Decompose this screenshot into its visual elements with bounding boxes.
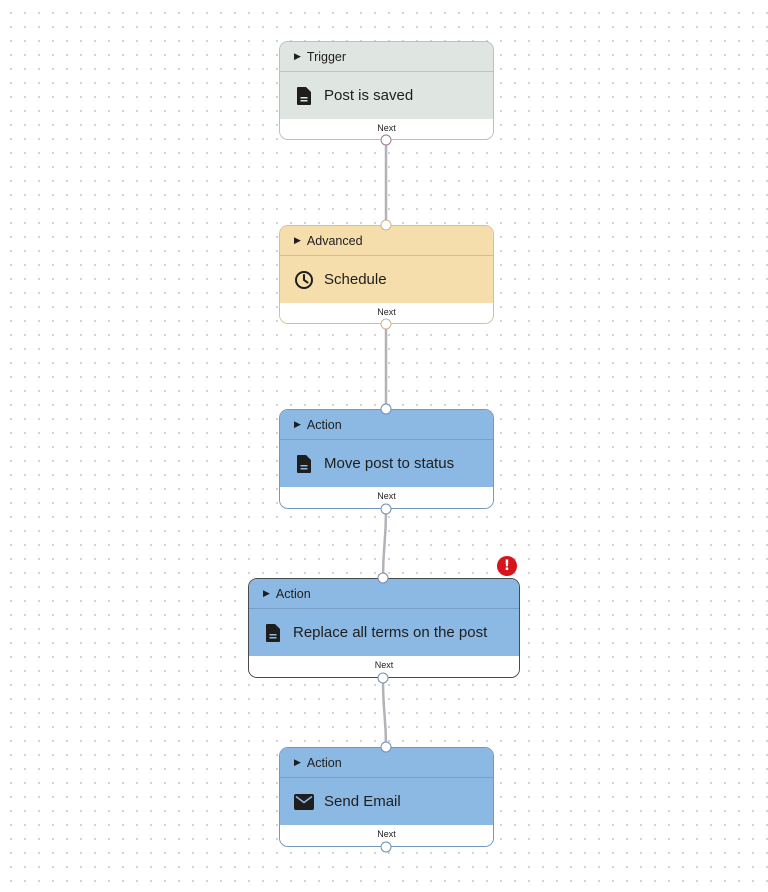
node-header[interactable]: ▶ Trigger xyxy=(280,42,493,72)
output-handle[interactable] xyxy=(380,841,392,853)
node-body: Schedule xyxy=(280,256,493,303)
edge-replace-terms-to-send-email xyxy=(381,677,388,748)
input-handle[interactable] xyxy=(377,572,389,584)
document-icon xyxy=(263,623,283,643)
node-category-label: Action xyxy=(306,417,342,432)
input-handle[interactable] xyxy=(380,741,392,753)
node-header[interactable]: ▶ Action xyxy=(280,410,493,440)
node-category-label: Action xyxy=(275,586,311,601)
output-handle[interactable] xyxy=(380,318,392,330)
node-body: Move post to status xyxy=(280,440,493,487)
node-title: Send Email xyxy=(324,793,401,810)
output-handle[interactable] xyxy=(380,134,392,146)
caret-right-icon: ▶ xyxy=(294,235,301,245)
node-title: Move post to status xyxy=(324,455,455,472)
node-footer: Next xyxy=(280,303,493,323)
output-handle[interactable] xyxy=(377,672,389,684)
input-handle[interactable] xyxy=(380,219,392,231)
caret-right-icon: ▶ xyxy=(294,419,301,429)
node-body: Post is saved xyxy=(280,72,493,119)
workflow-node-schedule[interactable]: ▶ Advanced Schedule Next xyxy=(279,225,494,324)
node-header[interactable]: ▶ Advanced xyxy=(280,226,493,256)
node-header[interactable]: ▶ Action xyxy=(249,579,519,609)
clock-icon xyxy=(294,270,314,290)
caret-right-icon: ▶ xyxy=(294,51,301,61)
workflow-node-replace-all-terms[interactable]: ▶ Action Replace all terms on the post N… xyxy=(248,578,520,678)
node-category-label: Advanced xyxy=(306,233,363,248)
node-category-label: Action xyxy=(306,755,342,770)
node-body: Send Email xyxy=(280,778,493,825)
caret-right-icon: ▶ xyxy=(294,757,301,767)
workflow-node-send-email[interactable]: ▶ Action Send Email Next xyxy=(279,747,494,847)
edge-move-post-to-replace-terms xyxy=(381,508,388,579)
caret-right-icon: ▶ xyxy=(263,588,270,598)
node-footer: Next xyxy=(280,119,493,139)
output-handle[interactable] xyxy=(380,503,392,515)
exclamation-icon[interactable]: ! xyxy=(497,556,517,576)
node-header[interactable]: ▶ Action xyxy=(280,748,493,778)
input-handle[interactable] xyxy=(380,403,392,415)
document-icon xyxy=(294,86,314,106)
document-icon xyxy=(294,454,314,474)
node-footer: Next xyxy=(280,487,493,508)
node-title: Replace all terms on the post xyxy=(293,624,488,641)
node-footer: Next xyxy=(249,656,519,677)
envelope-icon xyxy=(294,792,314,812)
workflow-node-post-is-saved[interactable]: ▶ Trigger Post is saved Next xyxy=(279,41,494,140)
node-body: Replace all terms on the post xyxy=(249,609,519,656)
workflow-node-move-post-to-status[interactable]: ▶ Action Move post to status Next xyxy=(279,409,494,509)
node-footer: Next xyxy=(280,825,493,846)
node-category-label: Trigger xyxy=(306,49,347,64)
node-title: Post is saved xyxy=(324,87,414,104)
node-title: Schedule xyxy=(324,271,387,288)
